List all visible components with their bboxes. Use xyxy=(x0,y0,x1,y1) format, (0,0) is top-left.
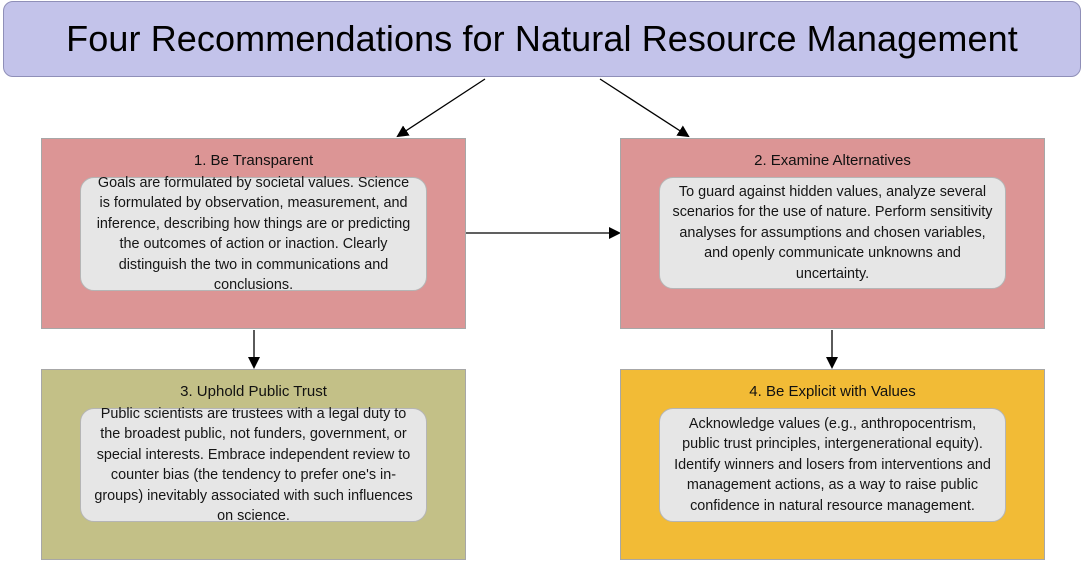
be-transparent-heading: 1. Be Transparent xyxy=(193,152,314,169)
be-explicit-values-heading: 4. Be Explicit with Values xyxy=(749,383,916,400)
examine-alternatives-heading: 2. Examine Alternatives xyxy=(754,152,911,169)
diagram-title-text: Four Recommendations for Natural Resourc… xyxy=(66,18,1018,59)
arrow-title-to-alternatives xyxy=(599,78,690,138)
be-transparent-text: Goals are formulated by societal values.… xyxy=(96,174,411,294)
diagram-title: Four Recommendations for Natural Resourc… xyxy=(3,1,1081,77)
uphold-public-trust-heading: 3. Uphold Public Trust xyxy=(180,383,327,400)
examine-alternatives-text: To guard against hidden values, analyze … xyxy=(672,183,993,282)
arrow-title-to-transparent xyxy=(396,78,486,138)
be-transparent-box: 1. Be Transparent Goals are formulated b… xyxy=(41,138,466,329)
be-explicit-values-text-panel: Acknowledge values (e.g., anthropocentri… xyxy=(659,408,1006,522)
be-explicit-values-box: 4. Be Explicit with Values Acknowledge v… xyxy=(620,369,1045,560)
be-transparent-text-panel: Goals are formulated by societal values.… xyxy=(80,175,427,293)
uphold-public-trust-box: 3. Uphold Public Trust Public scientists… xyxy=(41,369,466,560)
uphold-public-trust-text-panel: Public scientists are trustees with a le… xyxy=(80,406,427,524)
be-explicit-values-text: Acknowledge values (e.g., anthropocentri… xyxy=(674,415,991,514)
examine-alternatives-box: 2. Examine Alternatives To guard against… xyxy=(620,138,1045,329)
uphold-public-trust-text: Public scientists are trustees with a le… xyxy=(94,405,413,525)
examine-alternatives-text-panel: To guard against hidden values, analyze … xyxy=(659,177,1006,289)
